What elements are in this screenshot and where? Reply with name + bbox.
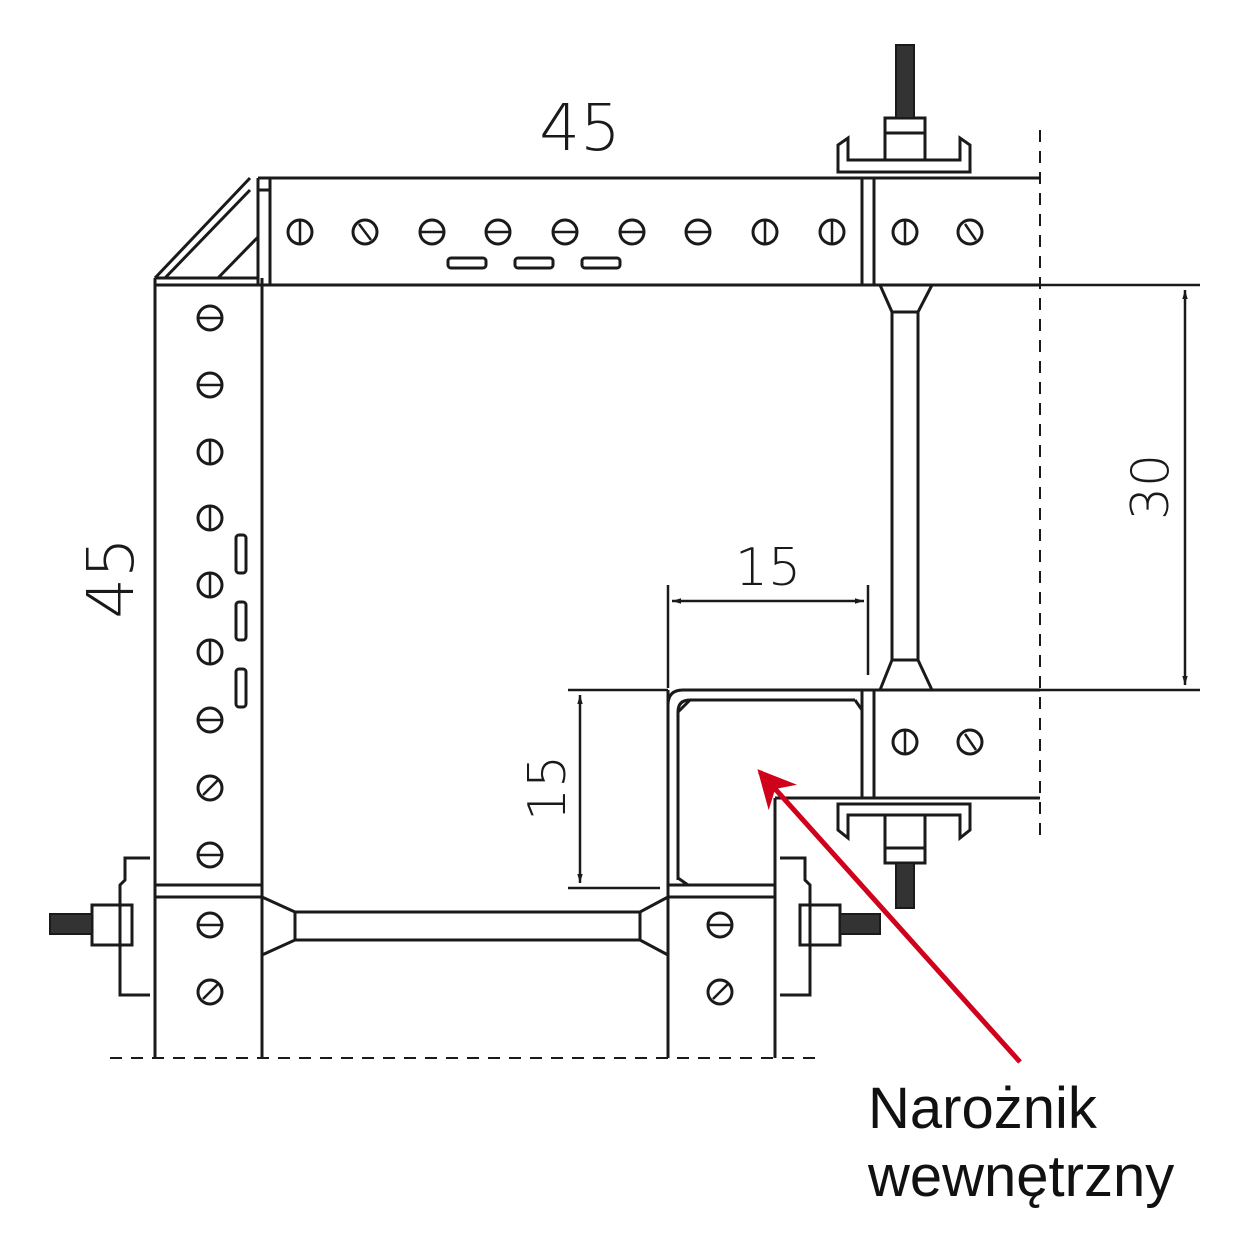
- top-bolt-thread: [895, 44, 915, 119]
- top-rail: [256, 176, 1040, 287]
- right-clamp: [780, 856, 842, 997]
- lower-bolt-thread: [895, 862, 915, 909]
- callout-line-2: wewnętrzny: [867, 1144, 1174, 1209]
- left-rail-slots: [234, 533, 248, 709]
- callout-line-1: Narożnik: [868, 1076, 1098, 1141]
- top-width-label: 45: [539, 92, 620, 166]
- right-crossbar: [878, 284, 934, 691]
- right-height-label: 30: [1121, 454, 1181, 520]
- left-height-label: 45: [75, 537, 149, 618]
- inner-height-label: 15: [518, 755, 578, 821]
- callout-arrow: [757, 769, 1022, 1064]
- dimension-lines: [568, 283, 1200, 890]
- left-bolt-thread: [49, 913, 93, 935]
- left-rail: [153, 278, 264, 1058]
- inner-width-label: 15: [735, 538, 801, 598]
- top-rail-slots: [446, 256, 622, 270]
- lower-rail-holes: [706, 728, 984, 1006]
- hole-marks: [199, 221, 978, 1000]
- bottom-crossbar: [261, 895, 669, 957]
- top-clamp: [836, 116, 972, 174]
- lower-clamp: [836, 802, 972, 865]
- left-clamp: [90, 856, 150, 997]
- corner-gusset: [153, 176, 260, 280]
- right-bolt-thread: [839, 913, 881, 935]
- break-lines: [110, 130, 1041, 1059]
